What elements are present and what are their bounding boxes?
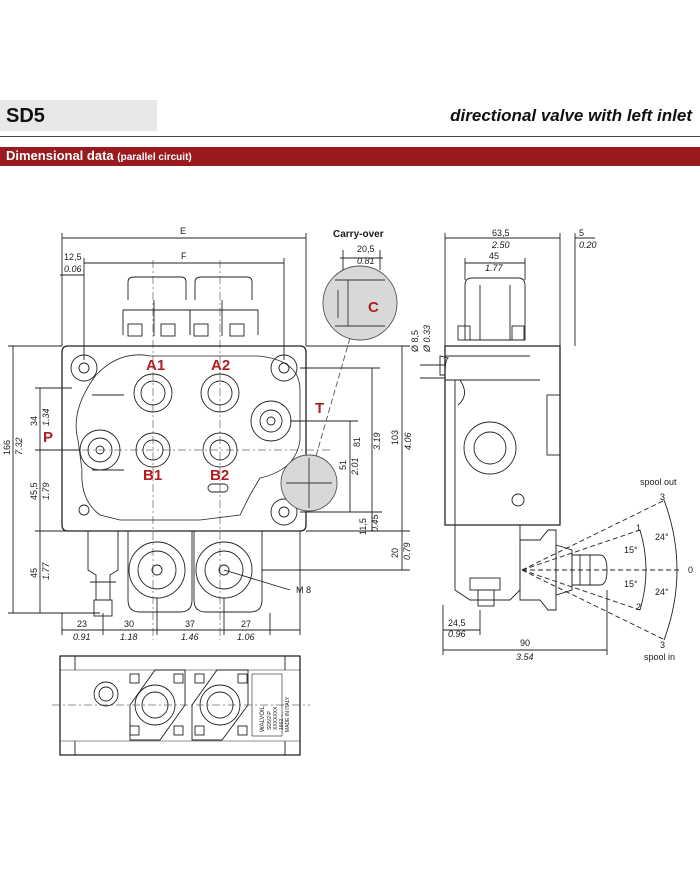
section-title-main: Dimensional data [6, 148, 114, 163]
dim-34: 34 [29, 416, 39, 426]
dim-1-77-bottom: 1.77 [41, 561, 51, 580]
spool-out-label: spool out [640, 477, 677, 487]
port-a2-label: A2 [211, 357, 230, 374]
model-name: SD5 [6, 105, 45, 127]
spool-pos-2: 2 [636, 602, 641, 612]
dim-20-5: 20,5 [357, 244, 375, 254]
dim-24-5: 24,5 [448, 618, 466, 628]
dim-90: 90 [520, 638, 530, 648]
angle-24-top: 24° [655, 532, 669, 542]
dim-81: 81 [352, 437, 362, 447]
dim-1-34: 1.34 [41, 408, 51, 426]
port-c-label: C [368, 299, 379, 316]
dim-103: 103 [390, 430, 400, 445]
page-subtitle: directional valve with left inlet [450, 106, 692, 125]
dim-12-5: 12,5 [64, 252, 82, 262]
section-title-sub: (parallel circuit) [117, 152, 192, 163]
spool-pos-3-bottom: 3 [660, 640, 665, 650]
model-header-box: SD5 [0, 100, 157, 131]
section-bar: Dimensional data (parallel circuit) [0, 147, 700, 166]
dim-51: 51 [338, 460, 348, 470]
dim-f: F [181, 251, 187, 261]
angle-15-top: 15° [624, 545, 638, 555]
dim-4-06: 4.06 [403, 432, 413, 450]
dim-20: 20 [390, 548, 400, 558]
plate-line-2: SD5/2-P [267, 710, 273, 730]
dim-2-01: 2.01 [350, 457, 360, 476]
dim-1-46: 1.46 [181, 632, 199, 642]
dim-27: 27 [241, 619, 251, 629]
thread-label: M 8 [296, 585, 311, 595]
front-view [8, 233, 410, 640]
dim-166: 166 [2, 440, 12, 455]
dim-45-side: 45 [489, 251, 499, 261]
port-t-label: T [315, 400, 324, 417]
dim-1-18: 1.18 [120, 632, 138, 642]
plate-line-4: 1662..... [279, 712, 285, 730]
dim-1-77-side: 1.77 [485, 263, 504, 273]
plate-line-5: MADE IN ITALY [285, 696, 291, 732]
dim-0-91: 0.91 [73, 632, 91, 642]
dim-e: E [180, 226, 186, 236]
port-p-label: P [43, 429, 53, 446]
dim-45-5: 45,5 [29, 482, 39, 500]
dim-0-79: 0.79 [402, 542, 412, 560]
header-rule [0, 136, 700, 137]
carry-over-label: Carry-over [333, 229, 384, 240]
port-b2-label: B2 [210, 467, 229, 484]
dim-2-50: 2.50 [491, 240, 510, 250]
dim-37: 37 [185, 619, 195, 629]
dim-1-06: 1.06 [237, 632, 255, 642]
plate-line-1: WALVOIL [260, 705, 266, 732]
angle-15-bottom: 15° [624, 579, 638, 589]
dim-0-81: 0.81 [357, 256, 375, 266]
side-view [420, 233, 680, 655]
dim-0-96: 0.96 [448, 629, 466, 639]
port-b1-label: B1 [143, 467, 162, 484]
dim-3-54: 3.54 [516, 652, 534, 662]
dim-dia-0-33: Ø 0.33 [422, 325, 432, 353]
spool-pos-0: 0 [688, 565, 693, 575]
dim-0-20: 0.20 [579, 240, 597, 250]
angle-24-bottom: 24° [655, 587, 669, 597]
spool-in-label: spool in [644, 652, 675, 662]
dim-dia-8-5: Ø 8,5 [410, 330, 420, 352]
dim-11-5: 11,5 [358, 518, 368, 535]
plate-line-3: XXXXXXX [273, 706, 279, 730]
dim-23: 23 [77, 619, 87, 629]
dim-30: 30 [124, 619, 134, 629]
section-title: Dimensional data (parallel circuit) [6, 148, 192, 163]
dim-45-bottom: 45 [29, 568, 39, 578]
dim-63-5: 63,5 [492, 228, 510, 238]
bottom-view [52, 655, 310, 756]
dim-3-19: 3.19 [372, 432, 382, 450]
dim-1-79: 1.79 [41, 482, 51, 500]
dim-0-06: 0.06 [64, 264, 82, 274]
dim-7-32: 7.32 [14, 437, 24, 455]
dim-0-45: 0.45 [370, 513, 380, 532]
carry-over-detail [280, 250, 398, 512]
spool-pos-3-top: 3 [660, 492, 665, 502]
port-a1-label: A1 [146, 357, 165, 374]
dim-5: 5 [579, 228, 584, 238]
spool-pos-1: 1 [636, 523, 641, 533]
